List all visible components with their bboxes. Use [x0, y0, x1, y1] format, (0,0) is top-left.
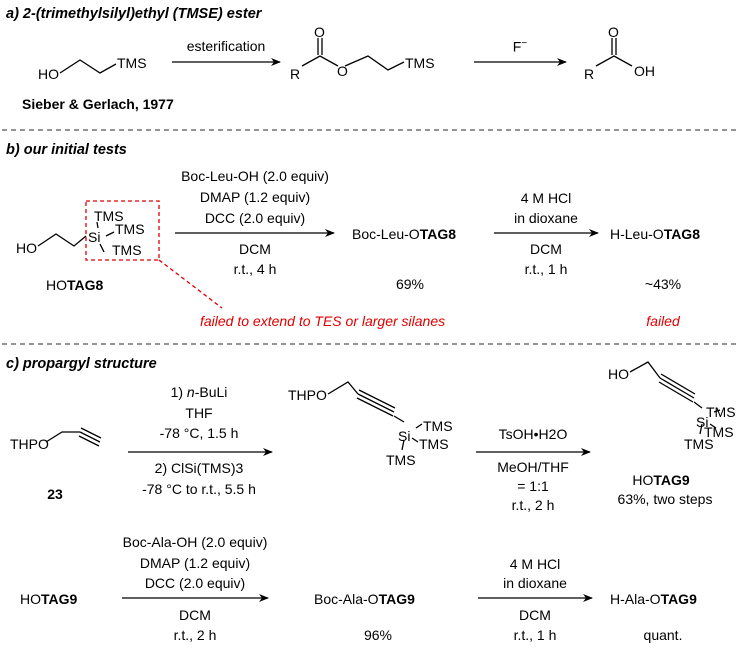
tag8-tms-right: TMS — [115, 221, 145, 237]
c-cond2-3: = 1:1 — [517, 478, 549, 494]
c-cond2-1: TsOH•H2O — [498, 426, 568, 442]
note-failed-extend: failed to extend to TES or larger silane… — [200, 313, 446, 329]
c-inter-si: Si — [398, 428, 411, 444]
c-cond4-1: 4 M HCl — [509, 556, 561, 572]
ester-tms: TMS — [405, 55, 435, 71]
b-cond1-5: r.t., 4 h — [233, 261, 277, 277]
c-cond4-4: r.t., 1 h — [513, 627, 557, 643]
c-prod-si: Si — [696, 414, 709, 430]
c-inter-tms-bottom: TMS — [386, 452, 416, 468]
c-yield4: quant. — [643, 627, 683, 643]
c-cond2-4: r.t., 2 h — [511, 497, 555, 513]
c-product3: Boc-Ala-OTAG9 — [314, 591, 415, 607]
c-cond1-2: THF — [185, 405, 213, 421]
c-start-number: 23 — [47, 486, 63, 502]
tag8-tms-bottom: TMS — [112, 242, 142, 258]
c-prod-yield: 63%, two steps — [617, 491, 713, 507]
tmse-bond — [59, 59, 117, 74]
c-start-thpo: THPO — [10, 436, 49, 452]
c-cond3-3: DCC (2.0 equiv) — [144, 575, 246, 591]
c-prod-tms-bottom: TMS — [684, 436, 714, 452]
b-cond2-3: DCM — [530, 241, 562, 257]
c-cond3-5: r.t., 2 h — [173, 627, 217, 643]
c-inter-tms-mid: TMS — [419, 436, 449, 452]
b-cond1-3: DCC (2.0 equiv) — [204, 210, 306, 226]
b-cond1-2: DMAP (1.2 equiv) — [199, 189, 311, 205]
section-b-header: b) our initial tests — [6, 142, 127, 158]
tmse-ho: HO — [38, 66, 59, 82]
c-yield3: 96% — [363, 627, 393, 643]
b-yield2: ~43% — [644, 276, 682, 292]
silane-highlight-box — [85, 200, 160, 261]
esterification-label: esterification — [186, 38, 266, 54]
tmse-tms: TMS — [117, 55, 147, 71]
ester-r: R — [290, 66, 301, 82]
tag8-bond — [37, 233, 87, 247]
acid-oh: OH — [634, 63, 655, 79]
tag8-name: HOTAG8 — [46, 277, 104, 293]
b-product1: Boc-Leu-OTAG8 — [352, 226, 457, 242]
c-cond4-2: in dioxane — [503, 575, 567, 591]
fluoride-label: F− — [512, 38, 528, 55]
b-cond2-2: in dioxane — [514, 210, 578, 226]
acid-carbonyl-o: O — [608, 24, 619, 40]
ester-o: O — [337, 63, 348, 79]
b-cond1-4: DCM — [239, 241, 271, 257]
c-cond2-2: MeOH/THF — [497, 459, 569, 475]
c-inter-thpo: THPO — [288, 387, 327, 403]
b-product2: H-Leu-OTAG8 — [610, 226, 700, 242]
b-cond2-1: 4 M HCl — [520, 190, 572, 206]
section-c-header: c) propargyl structure — [6, 356, 157, 372]
b-cond2-4: r.t., 1 h — [524, 261, 568, 277]
ester-carbonyl-o: O — [314, 24, 325, 40]
b-cond1-1: Boc-Leu-OH (2.0 equiv) — [181, 168, 329, 184]
c-prod-tms-mid: TMS — [704, 424, 734, 440]
c-row2-start: HOTAG9 — [20, 591, 78, 607]
c-product4: H-Ala-OTAG9 — [610, 591, 697, 607]
tag8-si: Si — [88, 229, 101, 245]
c-cond4-3: DCM — [519, 607, 551, 623]
citation: Sieber & Gerlach, 1977 — [22, 96, 174, 112]
b-yield1: 69% — [395, 276, 425, 292]
c-cond1-5: -78 °C to r.t., 5.5 h — [142, 481, 256, 497]
c-cond3-1: Boc-Ala-OH (2.0 equiv) — [122, 534, 268, 550]
c-inter-tms-right: TMS — [423, 418, 453, 434]
acid-bond — [595, 55, 633, 67]
c-prod-name: HOTAG9 — [632, 472, 690, 488]
acid-r: R — [584, 66, 595, 82]
c-prod-tms-right: TMS — [706, 404, 736, 420]
tag8-tms-top: TMS — [94, 208, 124, 224]
ester-bond — [301, 55, 405, 71]
c-cond3-4: DCM — [179, 607, 211, 623]
section-a-header: a) 2-(trimethylsilyl)ethyl (TMSE) ester — [6, 6, 262, 22]
c-cond1-4: 2) ClSi(TMS)3 — [154, 460, 244, 476]
silane-highlight-line — [158, 259, 223, 309]
c-cond1-1: 1) n-BuLi — [170, 384, 228, 400]
c-cond3-2: DMAP (1.2 equiv) — [139, 555, 251, 571]
tag8-ho: HO — [16, 240, 37, 256]
note-failed: failed — [646, 313, 680, 329]
c-prod-ho: HO — [608, 366, 629, 382]
c-cond1-3: -78 °C, 1.5 h — [159, 425, 239, 441]
